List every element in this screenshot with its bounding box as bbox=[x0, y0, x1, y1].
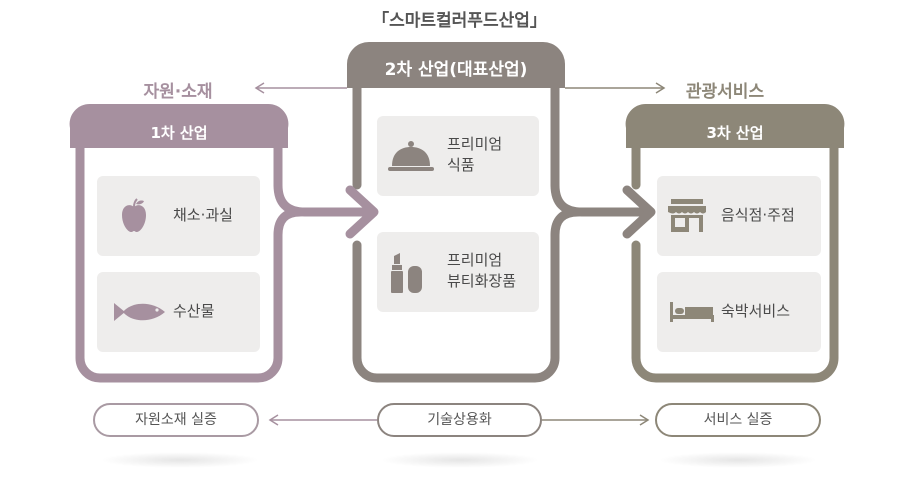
shadow bbox=[100, 452, 260, 468]
technology-commercialization-pill: 기술상용화 bbox=[377, 403, 542, 437]
storefront-icon bbox=[668, 199, 706, 232]
tourism-service-label: 관광서비스 bbox=[685, 82, 765, 102]
item-label: 음식점·주점 bbox=[721, 206, 795, 224]
item-label: 프리미엄 식품 bbox=[447, 135, 503, 174]
bottom-arrow-left bbox=[268, 414, 377, 426]
resource-material-validation-pill: 자원소재 실증 bbox=[93, 403, 259, 437]
service-validation-pill: 서비스 실증 bbox=[655, 403, 821, 437]
arrowhead-2-to-3 bbox=[622, 185, 656, 239]
diagram-title: 「스마트컬러푸드산업」 bbox=[372, 11, 547, 31]
cloche-icon bbox=[388, 141, 434, 171]
resources-materials-label: 자원·소재 bbox=[143, 82, 213, 102]
shadow bbox=[380, 452, 540, 468]
bottom-arrow-right bbox=[542, 414, 650, 426]
item-vegetables-fruits: 채소·과실 bbox=[97, 176, 260, 256]
fish-icon bbox=[114, 303, 165, 321]
secondary-industry-frame bbox=[347, 42, 655, 383]
item-label: 수산물 bbox=[173, 302, 215, 320]
top-arrow-left bbox=[254, 82, 347, 94]
item-label: 프리미엄 뷰티화장품 bbox=[447, 251, 517, 290]
bed-icon bbox=[670, 302, 714, 322]
shadow bbox=[658, 452, 818, 468]
item-seafood: 수산물 bbox=[97, 272, 260, 352]
secondary-industry-header: 2차 산업(대표산업) bbox=[384, 60, 528, 80]
tertiary-industry-header: 3차 산업 bbox=[706, 124, 764, 142]
tertiary-industry-frame bbox=[625, 103, 845, 383]
apple-icon bbox=[122, 198, 146, 232]
arrowhead-1-to-2 bbox=[345, 185, 379, 239]
item-label: 채소·과실 bbox=[173, 206, 233, 224]
item-lodging-service: 숙박서비스 bbox=[657, 272, 821, 352]
item-premium-cosmetics: 프리미엄 뷰티화장품 bbox=[377, 232, 539, 312]
item-restaurant-bar: 음식점·주점 bbox=[657, 176, 821, 256]
primary-industry-frame bbox=[69, 103, 377, 383]
top-arrow-right bbox=[565, 82, 666, 94]
primary-industry-header: 1차 산업 bbox=[150, 124, 208, 142]
cosmetics-icon bbox=[391, 253, 422, 293]
item-premium-food: 프리미엄 식품 bbox=[377, 116, 539, 196]
item-label: 숙박서비스 bbox=[721, 302, 791, 320]
